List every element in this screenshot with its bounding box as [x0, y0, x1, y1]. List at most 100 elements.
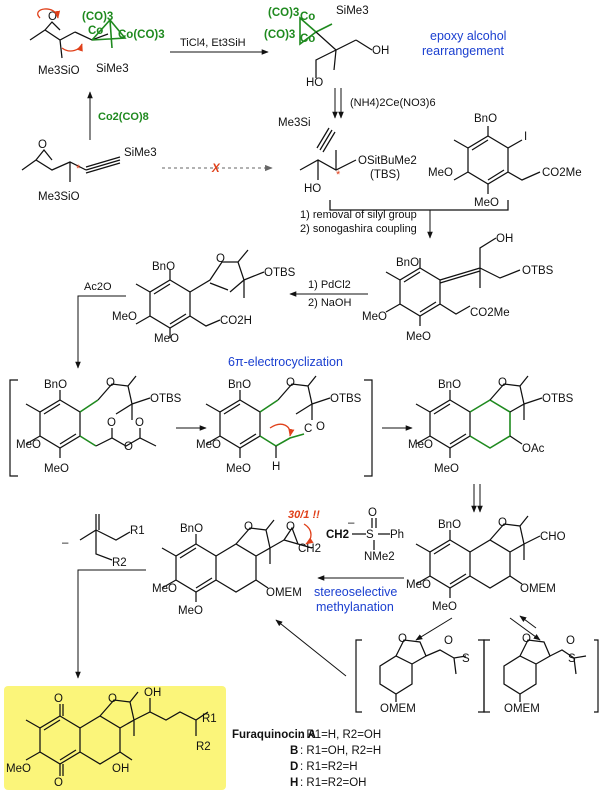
oac-label: OAc: [522, 443, 545, 455]
allyl-reagent: – R1 R2: [62, 514, 145, 569]
quinone-o-2: O: [54, 777, 63, 789]
step-removal: 1) removal of silyl group: [300, 209, 417, 221]
anhydride-o-1: O: [107, 417, 116, 429]
omem-label-11: OMEM: [266, 587, 302, 599]
co3-label-2a: (CO)3: [268, 7, 299, 19]
svg-text:–: –: [348, 517, 355, 529]
anhydride-o-3: O: [135, 417, 144, 429]
furan-o-ba: O: [398, 633, 407, 645]
reagent-ticl4: TiCl4, Et3SiH: [180, 37, 246, 49]
me3si-label-3: Me3Si: [278, 117, 311, 129]
bno-label-8: BnO: [228, 379, 251, 391]
meo-label-9a: MeO: [408, 439, 433, 451]
label-rearrangement: rearrangement: [422, 44, 505, 58]
ho-label-2: HO: [306, 77, 323, 89]
product-name: Furaquinocin A: [232, 729, 316, 741]
furan-o-11: O: [244, 521, 253, 533]
sime3-label-2: SiMe3: [336, 5, 369, 17]
co-label-2b: Co: [300, 33, 315, 45]
label-methylanation: methylanation: [316, 600, 394, 614]
iodo-label: I: [524, 131, 527, 143]
rearranged-aldehyde-complex: (CO)3 (CO)3 Co Co SiMe3 OH HO: [264, 5, 389, 89]
svg-text:*: *: [76, 163, 81, 175]
co-label-2a: Co: [300, 11, 315, 23]
r2-label-reagent: R2: [112, 557, 127, 569]
cho-label: CHO: [540, 531, 566, 543]
oh-label-final-2: OH: [112, 763, 129, 775]
furan-o-10: O: [498, 517, 507, 529]
betaine-a: O O S OMEM: [379, 633, 470, 715]
r2-label-final: R2: [196, 741, 211, 753]
oh-label-5: OH: [496, 233, 513, 245]
ketene-o: O: [316, 421, 325, 433]
otbs-label-8: OTBS: [330, 393, 362, 405]
coco3-label-1: Co(CO)3: [118, 29, 165, 41]
epoxide-o: O: [48, 11, 57, 23]
meo-label-5b: MeO: [406, 331, 431, 343]
meo-label-5a: MeO: [362, 311, 387, 323]
anion-charge: –: [62, 537, 69, 549]
reagent-pdcl2: 1) PdCl2: [308, 279, 351, 291]
oh-label-2: OH: [372, 45, 389, 57]
tbs-paren-label: (TBS): [370, 169, 400, 181]
bno-label-7: BnO: [44, 379, 67, 391]
furan-o-final: O: [108, 693, 117, 705]
coupled-alkyne: OH OTBS BnO CO2Me MeO MeO: [362, 233, 554, 343]
meo-label-11a: MeO: [152, 583, 177, 595]
otbdms-label: OSitBuMe2: [358, 155, 417, 167]
ylide-o: O: [368, 507, 377, 519]
furan-o-8: O: [286, 377, 295, 389]
reagent-naoh: 2) NaOH: [308, 297, 351, 309]
oh-label-final: OH: [144, 687, 161, 699]
meo-label-8a: MeO: [196, 439, 221, 451]
variant-h-letter: H: [290, 777, 298, 789]
meo-label-8b: MeO: [226, 463, 251, 475]
reagent-ac2o: Ac2O: [84, 281, 112, 293]
otbs-label-7: OTBS: [150, 393, 182, 405]
anhydride-o-2: O: [124, 441, 133, 453]
bno-label-11: BnO: [180, 523, 203, 535]
meo-label-10a: MeO: [406, 579, 431, 591]
meo-label-7a: MeO: [16, 439, 41, 451]
sulfonium-s-b: S: [568, 653, 576, 665]
ketene-intermediate: O OTBS BnO MeO MeO C O H: [196, 375, 362, 475]
co3-label-1: (CO)3: [82, 11, 113, 23]
label-stereoselective: stereoselective: [314, 585, 397, 599]
alkoxide-o-a: O: [444, 635, 453, 647]
me3sio-label-0: Me3SiO: [38, 191, 80, 203]
furan-o-9: O: [498, 377, 507, 389]
alkoxide-o-b: O: [566, 635, 575, 647]
epoxide-ch2: CH2: [298, 543, 321, 555]
sulfonium-s-a: S: [462, 653, 470, 665]
me3sio-label: Me3SiO: [38, 65, 80, 77]
co2me-label-4: CO2Me: [542, 167, 582, 179]
ketene-c: C: [304, 423, 312, 435]
omem-label-ba: OMEM: [380, 703, 416, 715]
omem-label-bb: OMEM: [504, 703, 540, 715]
furan-o-6: O: [216, 253, 225, 265]
bno-label-5: BnO: [396, 257, 419, 269]
bno-label-9: BnO: [438, 379, 461, 391]
co-complex-epoxide: O Me3SiO (CO)3 Co Co(CO)3 SiMe3: [29, 8, 165, 77]
bno-label-10: BnO: [438, 519, 461, 531]
ketene-h: H: [272, 461, 280, 473]
r1-label-final: R1: [202, 713, 217, 725]
variant-h-text: : R1=R2=OH: [300, 777, 366, 789]
reagent-co2co8: Co2(CO)8: [98, 111, 149, 123]
label-electrocyclization: 6π-electrocyclization: [228, 355, 343, 369]
epoxide-mem: O O CH2 BnO MeO MeO OMEM 30/1 !!: [152, 509, 321, 617]
otbs-label-5: OTBS: [522, 265, 554, 277]
co2me-label-5: CO2Me: [470, 307, 510, 319]
furan-o-7: O: [106, 377, 115, 389]
variant-b-text: : R1=OH, R2=H: [300, 745, 381, 757]
meo-label-6a: MeO: [112, 311, 137, 323]
bno-label-4: BnO: [474, 113, 497, 125]
quinone-o-1: O: [54, 693, 63, 705]
meo-label-7b: MeO: [44, 463, 69, 475]
meo-label-4b: MeO: [474, 197, 499, 209]
svg-text:*: *: [336, 169, 341, 181]
sime3-label-0: SiMe3: [124, 147, 157, 159]
sime3-label-1: SiMe3: [96, 63, 129, 75]
meo-label-10b: MeO: [432, 601, 457, 613]
step-sonogashira: 2) sonogashira coupling: [300, 223, 417, 235]
